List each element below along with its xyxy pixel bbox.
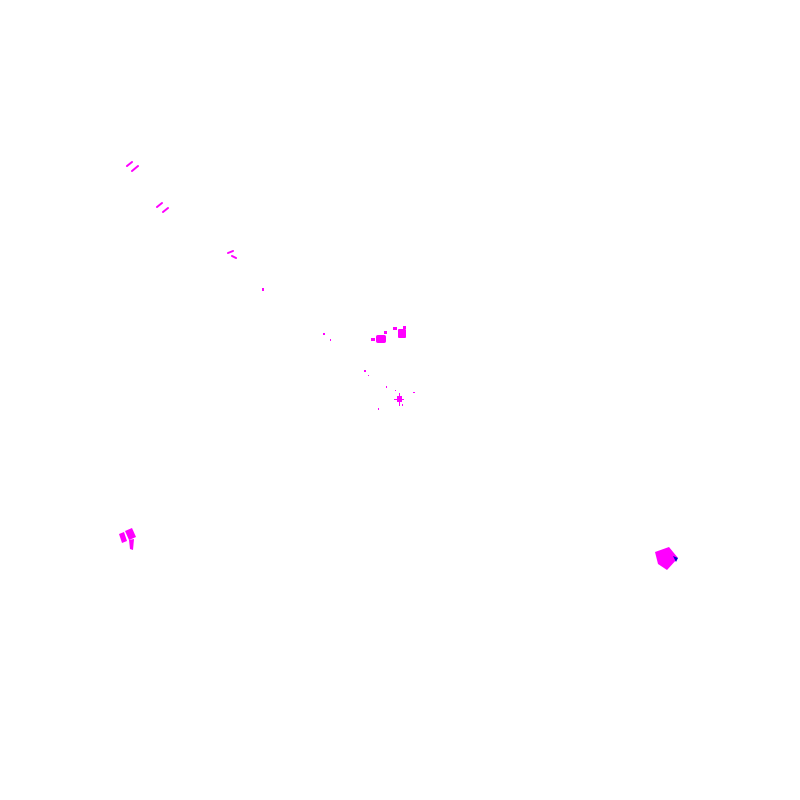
fragment-dot-2 <box>323 333 331 341</box>
fragment-streak-1 <box>126 161 139 172</box>
debris-scatter <box>364 370 415 410</box>
fragment-streak-2 <box>156 202 169 213</box>
left-block <box>119 528 136 550</box>
fragment-streak-3 <box>227 250 237 259</box>
fragment-dot-1 <box>262 288 264 291</box>
central-cluster <box>371 326 406 343</box>
right-block <box>655 547 678 570</box>
